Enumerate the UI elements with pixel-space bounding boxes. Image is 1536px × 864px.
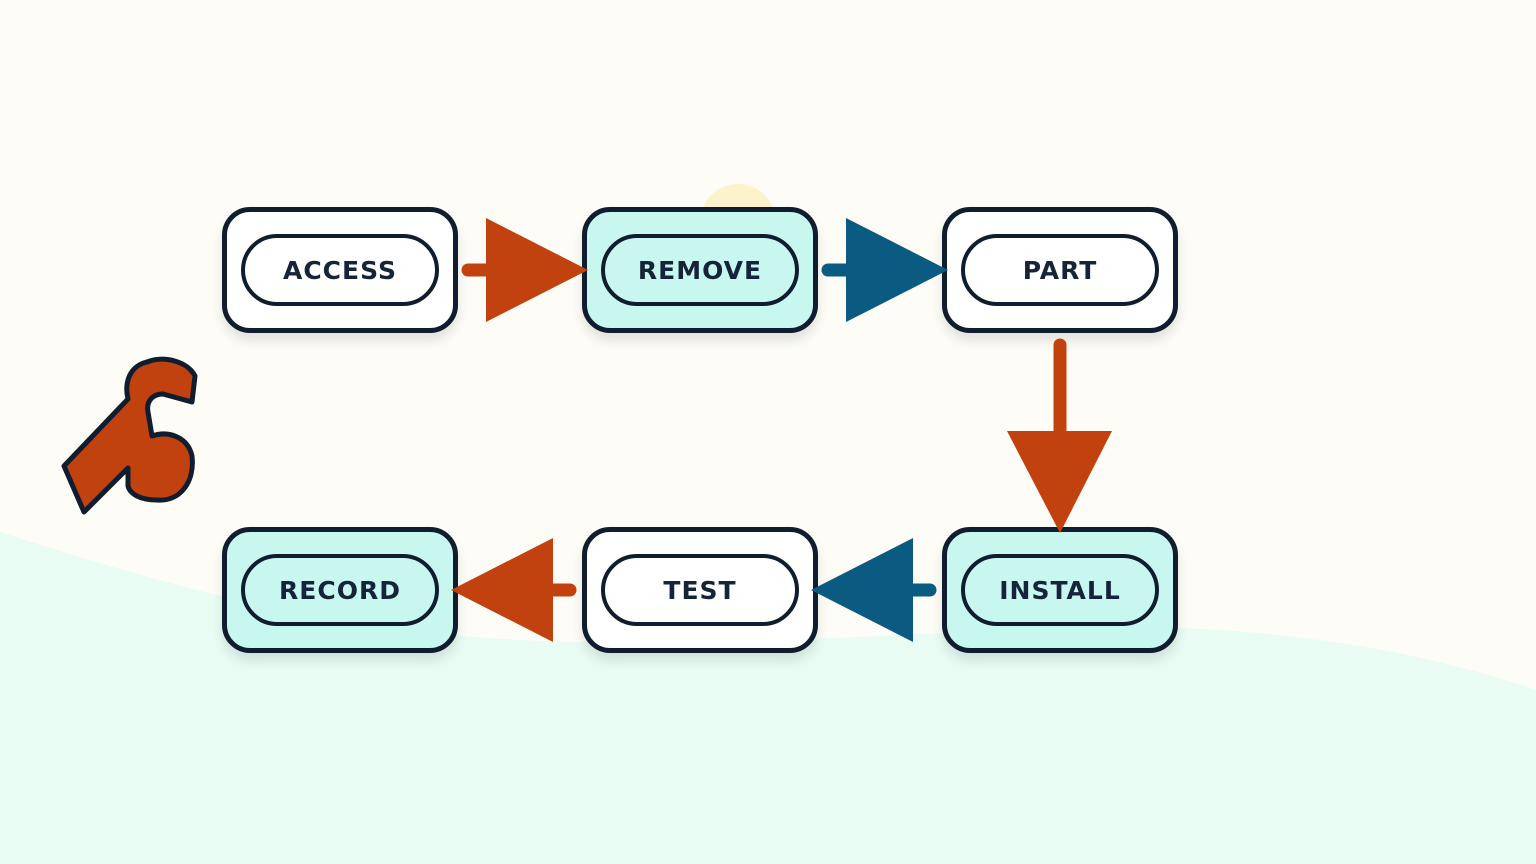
step-part-pill: PART [961,234,1159,306]
step-install-pill: INSTALL [961,554,1159,626]
step-test-pill: TEST [601,554,799,626]
step-record-label: RECORD [279,575,401,605]
arrow-access-to-remove [461,218,588,322]
step-install: INSTALL [942,527,1178,653]
step-access-pill: ACCESS [241,234,439,306]
arrow-remove-to-part [821,218,948,322]
step-record-pill: RECORD [241,554,439,626]
step-remove-pill: REMOVE [601,234,799,306]
step-remove: REMOVE [582,207,818,333]
step-install-label: INSTALL [999,575,1121,605]
step-access-label: ACCESS [282,255,397,285]
step-remove-label: REMOVE [637,255,763,285]
arrow-install-to-test [811,538,937,642]
arrow-test-to-record [451,538,577,642]
step-test-label: TEST [663,575,737,605]
step-access: ACCESS [222,207,458,333]
arrow-part-to-install [1007,338,1112,533]
step-part: PART [942,207,1178,333]
step-part-label: PART [1022,255,1098,285]
ground-wave [0,532,1536,864]
